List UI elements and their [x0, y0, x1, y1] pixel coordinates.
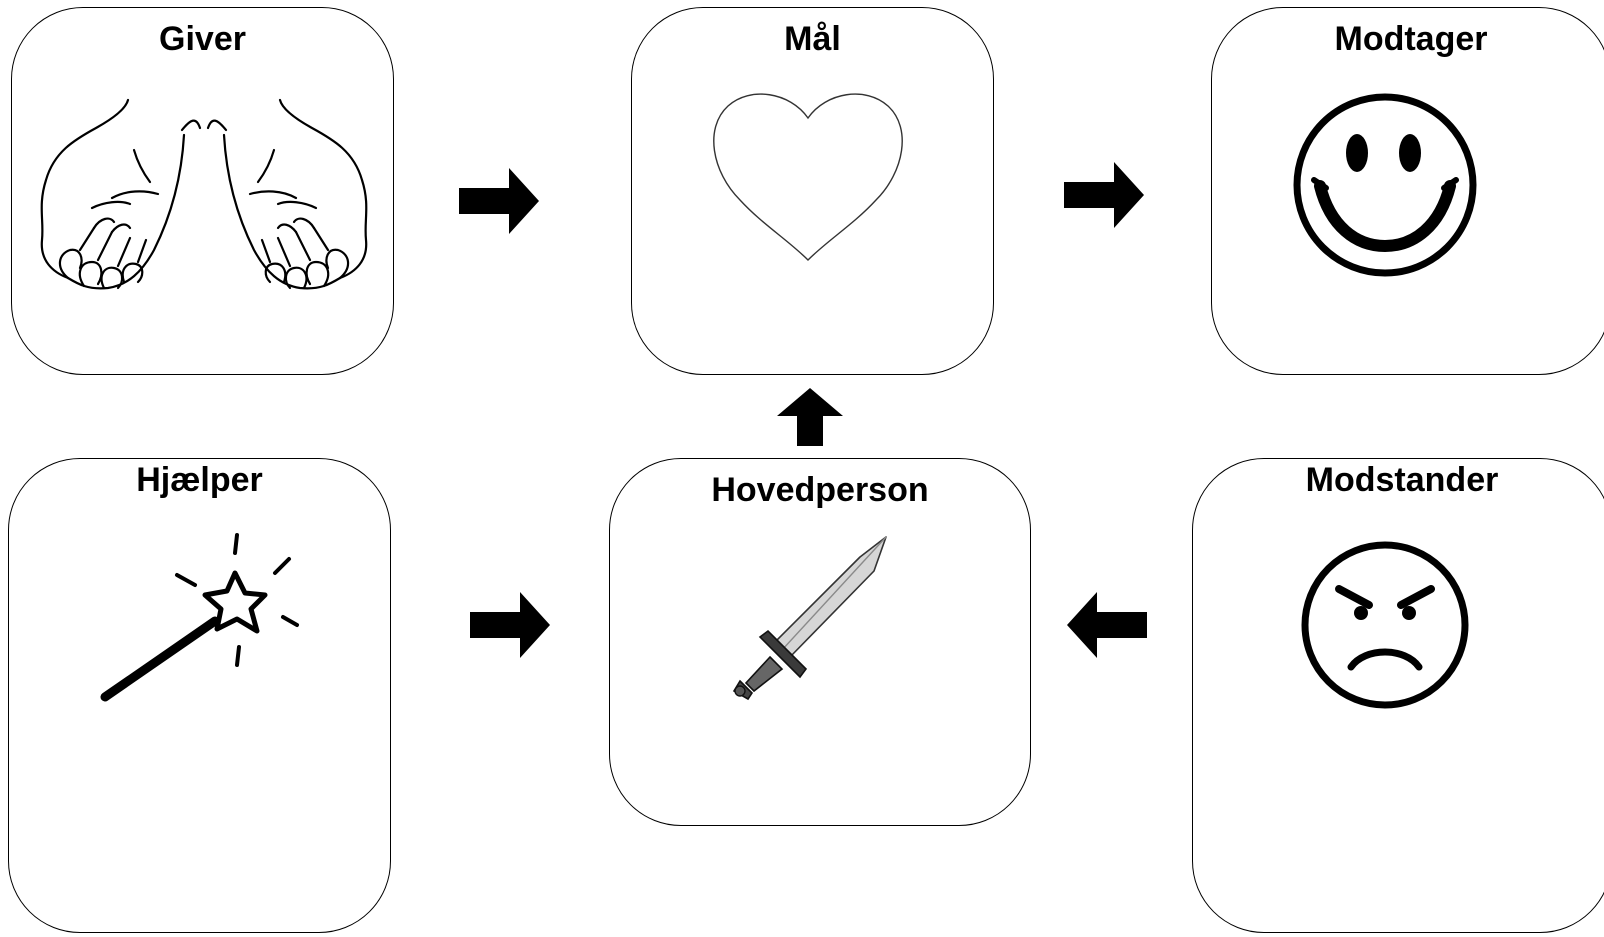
- modtager-title: Modtager: [1334, 20, 1488, 58]
- magic-wand-icon: [100, 533, 299, 702]
- maal-title: Mål: [784, 20, 841, 58]
- arrow-left-icon: [1067, 592, 1147, 658]
- giver-title: Giver: [159, 20, 246, 58]
- maal-box: Mål: [631, 7, 994, 375]
- hovedperson-title: Hovedperson: [711, 471, 929, 509]
- hjaelper-title: Hjælper: [136, 461, 263, 499]
- heart-icon: [713, 93, 903, 261]
- modtager-box: Modtager: [1211, 7, 1604, 375]
- giver-box: Giver: [11, 7, 394, 375]
- arrow-right-icon: [1064, 162, 1144, 228]
- smiley-face-icon: [1293, 93, 1477, 277]
- arrow-right-icon: [470, 592, 550, 658]
- hovedperson-box: Hovedperson: [609, 458, 1031, 826]
- arrow-right-icon: [459, 168, 539, 234]
- open-hands-icon: [40, 98, 368, 290]
- angry-face-icon: [1301, 541, 1469, 709]
- modstander-title: Modstander: [1305, 461, 1499, 499]
- hjaelper-box: Hjælper: [8, 458, 391, 933]
- sword-icon: [732, 536, 887, 701]
- modstander-box: Modstander: [1192, 458, 1604, 933]
- arrow-up-icon: [777, 388, 843, 446]
